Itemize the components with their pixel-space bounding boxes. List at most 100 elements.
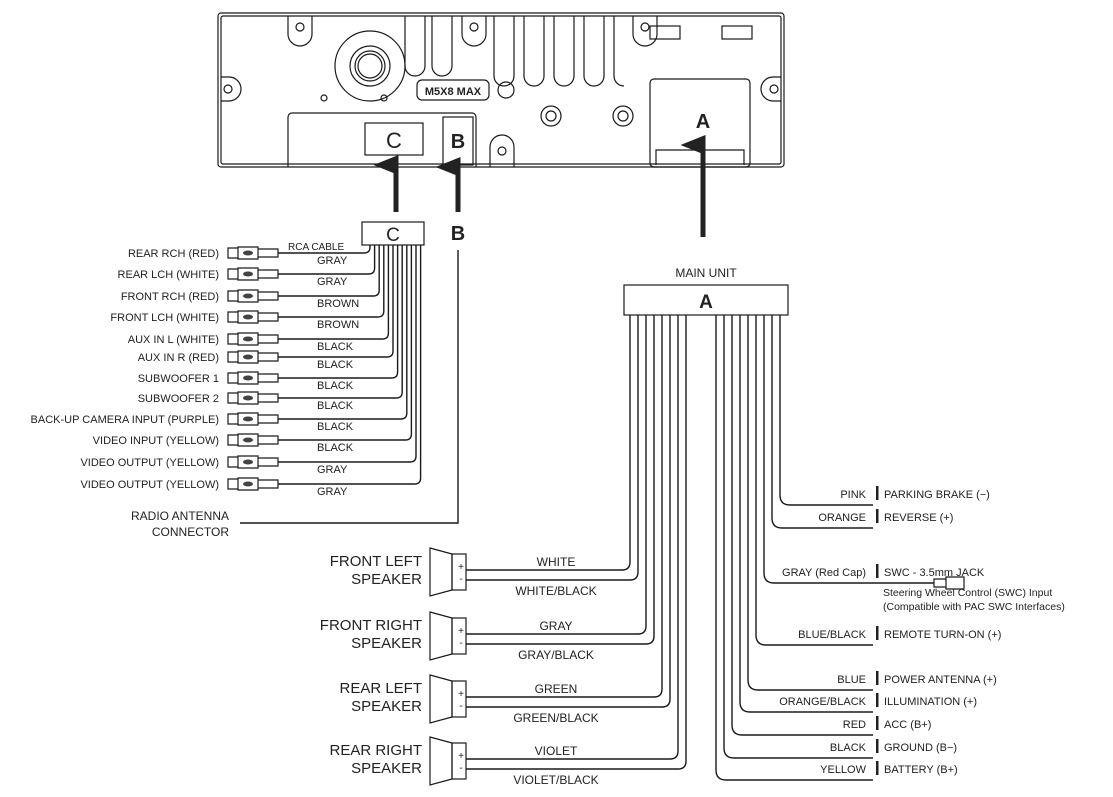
speaker-terminal (451, 742, 467, 780)
rca-pin-icon (243, 271, 253, 277)
rca-plug-icon (227, 391, 279, 405)
rca-label: AUX IN R (RED) (138, 352, 219, 364)
rca-plug-icon (227, 350, 279, 364)
speaker-icon (429, 547, 453, 597)
wire-color-label: WHITE/BLACK (515, 584, 596, 598)
rca-cable-label: RCA CABLE (288, 242, 344, 253)
rca-plug-icon (227, 267, 279, 281)
connector-c-label: C (386, 225, 400, 246)
rca-wire (278, 245, 394, 358)
lead-function: REVERSE (+) (884, 512, 953, 524)
wire-color-label: BLUE/BLACK (798, 629, 867, 641)
divider (876, 761, 879, 775)
wire-color-label: BLACK (317, 400, 354, 412)
plus-sign: + (458, 751, 464, 762)
divider (876, 486, 879, 500)
antenna-label: CONNECTOR (152, 525, 229, 539)
wire-color-label: GRAY (539, 619, 572, 633)
rca-label: VIDEO INPUT (YELLOW) (93, 435, 219, 447)
rca-wire (278, 245, 380, 297)
lead: RED ACC (B+) (731, 315, 931, 736)
lead-function: ACC (B+) (884, 719, 931, 731)
wire-color-label: BLACK (830, 742, 867, 754)
speaker-label: FRONT LEFT (330, 553, 422, 570)
speaker-section: +-FRONT LEFTSPEAKERWHITEWHITE/BLACK+-FRO… (320, 315, 687, 787)
wire-color-label: ORANGE (818, 512, 866, 524)
wire-color-label: RED (843, 719, 866, 731)
rca-row: VIDEO INPUT (YELLOW) BLACK (93, 245, 413, 454)
rca-wire (278, 245, 417, 463)
speaker-wire-positive (466, 315, 631, 571)
lead-wire (715, 315, 873, 781)
swc-note: Steering Wheel Control (SWC) Input (883, 587, 1052, 599)
jack-3-5mm-icon (933, 576, 965, 590)
main-unit-title: MAIN UNIT (675, 266, 737, 280)
antenna-label: RADIO ANTENNA (131, 509, 229, 523)
rca-pin-icon (243, 293, 253, 299)
lead-function: ILLUMINATION (+) (884, 696, 977, 708)
speaker-icon (429, 736, 453, 786)
rca-plug-icon (227, 289, 279, 303)
rca-label: SUBWOOFER 1 (138, 373, 219, 385)
rca-wire (278, 245, 399, 379)
rca-wire (278, 245, 390, 340)
rca-row: REAR LCH (WHITE) GRAY (118, 245, 376, 288)
lead-wire (779, 315, 873, 506)
wire-color-label: WHITE (537, 555, 576, 569)
swc-note: (Compatible with PAC SWC Interfaces) (883, 601, 1065, 613)
lead: ORANGE REVERSE (+) (771, 315, 953, 529)
rca-pin-icon (243, 437, 253, 443)
divider (876, 693, 879, 707)
rca-rows: REAR RCH (RED) GRAY REAR LCH (WHITE) GRAY FR… (31, 245, 422, 498)
rca-pin-icon (243, 336, 253, 342)
wire-color-label: BLACK (317, 359, 354, 371)
rca-pin-icon (243, 375, 253, 381)
port-a (649, 78, 751, 168)
rca-label: VIDEO OUTPUT (YELLOW) (80, 457, 219, 469)
speaker-icon (429, 611, 453, 661)
wire-color-label: GRAY (317, 464, 348, 476)
head-unit-rear-panel: M5X8 MAX C B A (217, 12, 785, 168)
rca-label: AUX IN L (WHITE) (128, 334, 219, 346)
port-c-label: C (386, 128, 402, 153)
rca-wire (278, 245, 376, 275)
plus-sign: + (458, 562, 464, 573)
divider (876, 509, 879, 523)
rca-label: REAR RCH (RED) (128, 248, 219, 260)
wire-color-label: BLACK (317, 442, 354, 454)
rca-plug-icon (227, 477, 279, 491)
speaker-label: SPEAKER (351, 760, 422, 777)
rca-pin-icon (243, 354, 253, 360)
divider (876, 739, 879, 753)
rca-label: REAR LCH (WHITE) (118, 269, 219, 281)
speaker-label: SPEAKER (351, 698, 422, 715)
rca-label: BACK-UP CAMERA INPUT (PURPLE) (31, 414, 219, 426)
speaker-label: REAR RIGHT (329, 742, 422, 759)
wire-color-label: ORANGE/BLACK (779, 696, 866, 708)
speaker-wire-negative (466, 315, 687, 770)
minus-sign: - (459, 763, 462, 774)
wire-color-label: GRAY (317, 255, 348, 267)
wire-color-label: BROWN (317, 298, 359, 310)
rca-pin-icon (243, 395, 253, 401)
speaker-terminal (451, 617, 467, 655)
rca-row: VIDEO OUTPUT (YELLOW) GRAY (80, 245, 417, 476)
lead: ORANGE/BLACK ILLUMINATION (+) (739, 315, 977, 713)
divider (876, 671, 879, 685)
wire-color-label: VIOLET/BLACK (513, 773, 598, 787)
rca-label: FRONT LCH (WHITE) (110, 312, 219, 324)
wire-color-label: GRAY (317, 486, 348, 498)
rca-pin-icon (243, 250, 253, 256)
port-b-label: B (451, 131, 465, 153)
rca-wire (278, 245, 422, 485)
speaker-wire-positive (466, 315, 679, 760)
lead-wire (771, 315, 873, 529)
wire-color-label: BLACK (317, 380, 354, 392)
minus-sign: - (459, 701, 462, 712)
rca-wire (278, 245, 385, 318)
